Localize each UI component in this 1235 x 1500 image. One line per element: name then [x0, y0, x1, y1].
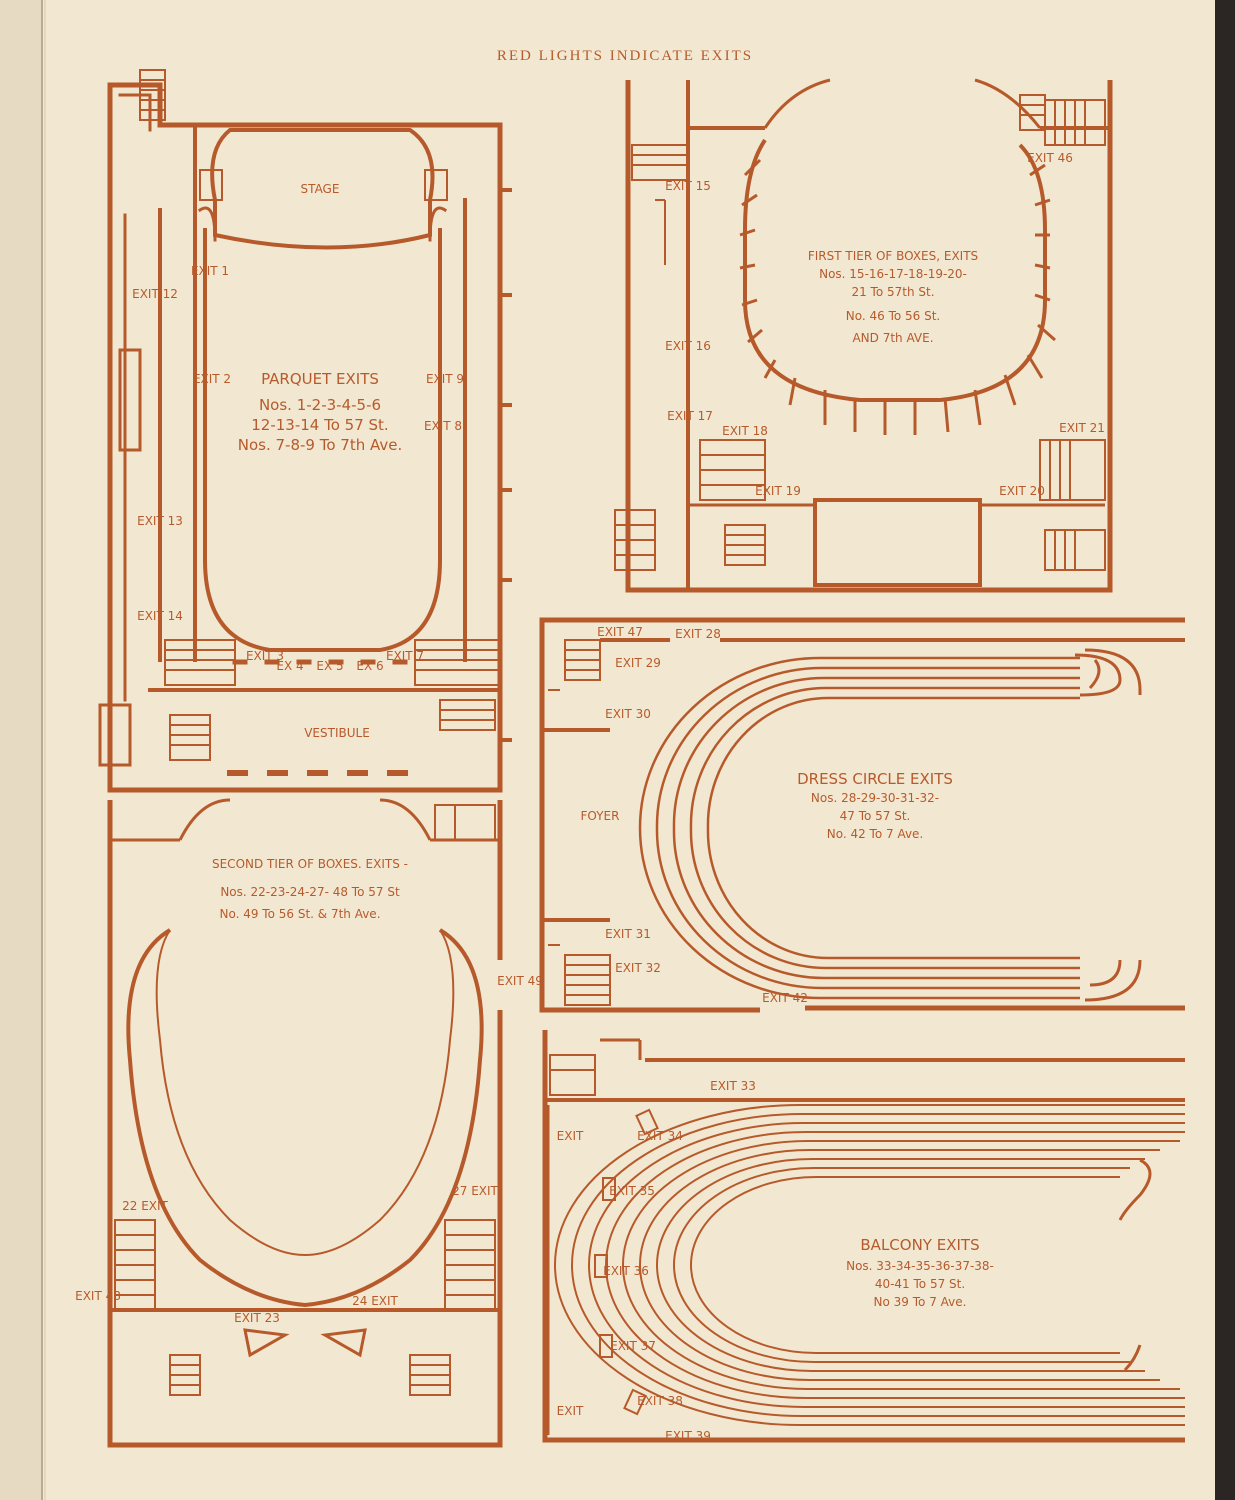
first-tier-plan: [614, 78, 1113, 593]
first-tier-exit-20: EXIT 20: [999, 484, 1045, 498]
dress-circle-line-3: No. 42 To 7 Ave.: [827, 827, 924, 841]
first-tier-line-2: 21 To 57th St.: [851, 285, 934, 299]
dress-circle-exit-29: EXIT 29: [615, 656, 661, 670]
parquet-labels: STAGE VESTIBULE PARQUET EXITS Nos. 1-2-3…: [132, 182, 464, 740]
balcony-exit-39: EXIT 39: [665, 1429, 711, 1443]
balcony-line-2: 40-41 To 57 St.: [875, 1277, 965, 1291]
parquet-exit-2: EXIT 2: [193, 372, 231, 386]
first-tier-exit-16: EXIT 16: [665, 339, 711, 353]
second-tier-exit-48: EXIT 48: [75, 1289, 121, 1303]
parquet-exit-14: EXIT 14: [137, 609, 183, 623]
parquet-exit-13: EXIT 13: [137, 514, 183, 528]
second-tier-line-2: No. 49 To 56 St. & 7th Ave.: [219, 907, 380, 921]
first-tier-line-4: AND 7th AVE.: [852, 331, 933, 345]
parquet-exit-12: EXIT 12: [132, 287, 178, 301]
first-tier-line-3: No. 46 To 56 St.: [846, 309, 941, 323]
second-tier-exit-49: EXIT 49: [497, 974, 543, 988]
dress-circle-line-1: Nos. 28-29-30-31-32-: [811, 791, 939, 805]
dress-circle-line-2: 47 To 57 St.: [840, 809, 911, 823]
page-header: RED LIGHTS INDICATE EXITS: [497, 48, 753, 64]
dress-circle-exit-47: EXIT 47: [597, 625, 643, 639]
first-tier-exit-15: EXIT 15: [665, 179, 711, 193]
balcony-exit-38: EXIT 38: [637, 1394, 683, 1408]
first-tier-labels: FIRST TIER OF BOXES, EXITS Nos. 15-16-17…: [665, 151, 1105, 498]
parquet-line-2: 12-13-14 To 57 St.: [251, 416, 388, 434]
parquet-plan: [98, 69, 512, 793]
parquet-exit-6: EX 6: [356, 659, 383, 673]
dress-circle-title: DRESS CIRCLE EXITS: [797, 770, 953, 788]
dress-circle-exit-31: EXIT 31: [605, 927, 651, 941]
parquet-exit-4: EX 4: [276, 659, 303, 673]
parquet-exit-1: EXIT 1: [191, 264, 229, 278]
second-tier-line-1: Nos. 22-23-24-27- 48 To 57 St: [220, 885, 400, 899]
parquet-exit-7: EXIT 7: [386, 649, 424, 663]
parquet-exit-3: EXIT 3: [246, 649, 284, 663]
first-tier-exit-19: EXIT 19: [755, 484, 801, 498]
second-tier-title: SECOND TIER OF BOXES. EXITS -: [212, 857, 408, 871]
balcony-labels: BALCONY EXITS Nos. 33-34-35-36-37-38- 40…: [557, 1079, 994, 1443]
balcony-exit-35: EXIT 35: [609, 1184, 655, 1198]
parquet-exit-8: EXIT 8: [424, 419, 462, 433]
balcony-line-3: No 39 To 7 Ave.: [874, 1295, 967, 1309]
balcony-exit-33: EXIT 33: [710, 1079, 756, 1093]
second-tier-plan: [107, 798, 504, 1448]
stage-label: STAGE: [301, 182, 340, 196]
parquet-exit-9: EXIT 9: [426, 372, 464, 386]
parquet-line-3: Nos. 7-8-9 To 7th Ave.: [238, 436, 403, 454]
dress-circle-labels: FOYER DRESS CIRCLE EXITS Nos. 28-29-30-3…: [581, 625, 953, 1005]
parquet-exit-5: EX 5: [316, 659, 343, 673]
dress-circle-exit-32: EXIT 32: [615, 961, 661, 975]
balcony-title: BALCONY EXITS: [860, 1236, 979, 1254]
dress-circle-exit-28: EXIT 28: [675, 627, 721, 641]
first-tier-exit-46: EXIT 46: [1027, 151, 1073, 165]
balcony-line-1: Nos. 33-34-35-36-37-38-: [846, 1259, 994, 1273]
foyer-label: FOYER: [581, 809, 620, 823]
first-tier-exit-21: EXIT 21: [1059, 421, 1105, 435]
balcony-exit-lower: EXIT: [557, 1404, 584, 1418]
balcony-plan: [542, 1030, 1185, 1443]
second-tier-labels: SECOND TIER OF BOXES. EXITS - Nos. 22-23…: [75, 857, 543, 1325]
balcony-exit-upper: EXIT: [557, 1129, 584, 1143]
parquet-title: PARQUET EXITS: [261, 370, 379, 388]
parquet-line-1: Nos. 1-2-3-4-5-6: [259, 396, 381, 414]
second-tier-exit-27: 27 EXIT: [452, 1184, 498, 1198]
first-tier-title: FIRST TIER OF BOXES, EXITS: [808, 249, 978, 263]
balcony-exit-34: EXIT 34: [637, 1129, 683, 1143]
balcony-exit-36: EXIT 36: [603, 1264, 649, 1278]
second-tier-exit-24: 24 EXIT: [352, 1294, 398, 1308]
dress-circle-plan: [539, 617, 1185, 1013]
vestibule-label: VESTIBULE: [304, 726, 370, 740]
first-tier-exit-18: EXIT 18: [722, 424, 768, 438]
first-tier-line-1: Nos. 15-16-17-18-19-20-: [819, 267, 967, 281]
second-tier-exit-23: EXIT 23: [234, 1311, 280, 1325]
balcony-exit-37: EXIT 37: [610, 1339, 656, 1353]
dress-circle-exit-30: EXIT 30: [605, 707, 651, 721]
second-tier-exit-22: 22 EXIT: [122, 1199, 168, 1213]
first-tier-exit-17: EXIT 17: [667, 409, 713, 423]
dress-circle-exit-42: EXIT 42: [762, 991, 808, 1005]
